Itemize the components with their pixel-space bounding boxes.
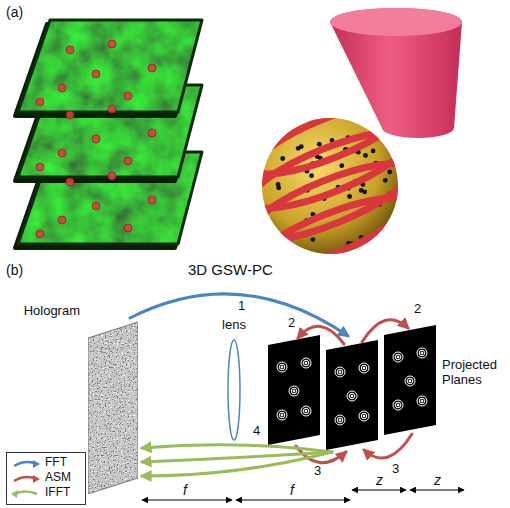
step-number: 3 — [314, 464, 321, 479]
legend-row: ASM — [11, 472, 83, 486]
distance-label: f — [290, 482, 294, 498]
legend-arrow — [11, 489, 41, 499]
image-stack — [15, 18, 205, 248]
node-label: Hologram — [24, 304, 80, 319]
objective-cone — [330, 8, 462, 138]
step-number: 3 — [392, 462, 399, 477]
step-number: 2 — [414, 302, 421, 317]
legend-label: FFT — [45, 456, 67, 470]
legend-label: ASM — [45, 471, 71, 485]
distance-label: f — [183, 482, 187, 498]
method-title: 3D GSW-PC — [188, 261, 273, 278]
step-number: 4 — [252, 424, 261, 439]
plane-caption: Projected Planes — [442, 358, 504, 388]
legend-row: FFT — [11, 457, 83, 471]
panel-letter: (b) — [6, 262, 23, 278]
legend-arrow — [11, 459, 41, 469]
panel-letter: (a) — [6, 4, 23, 20]
legend-box: FFTASMIFFT — [6, 452, 86, 505]
dimension-lines — [142, 490, 464, 500]
step-number: 2 — [288, 316, 295, 331]
hologram-plate-shape — [88, 318, 138, 494]
legend-row: IFFT — [11, 487, 83, 501]
lens-shape — [224, 318, 244, 442]
legend-label: IFFT — [45, 486, 70, 500]
algorithm-arrows — [130, 294, 412, 476]
step-number: 1 — [238, 299, 245, 314]
node-label: lens — [222, 318, 246, 333]
hologram-plate: Hologram — [88, 318, 138, 494]
lens: lens — [224, 318, 244, 442]
projected-planes — [268, 325, 436, 450]
legend-arrow — [11, 474, 41, 484]
distance-label: z — [376, 472, 383, 488]
distance-label: z — [434, 472, 441, 488]
